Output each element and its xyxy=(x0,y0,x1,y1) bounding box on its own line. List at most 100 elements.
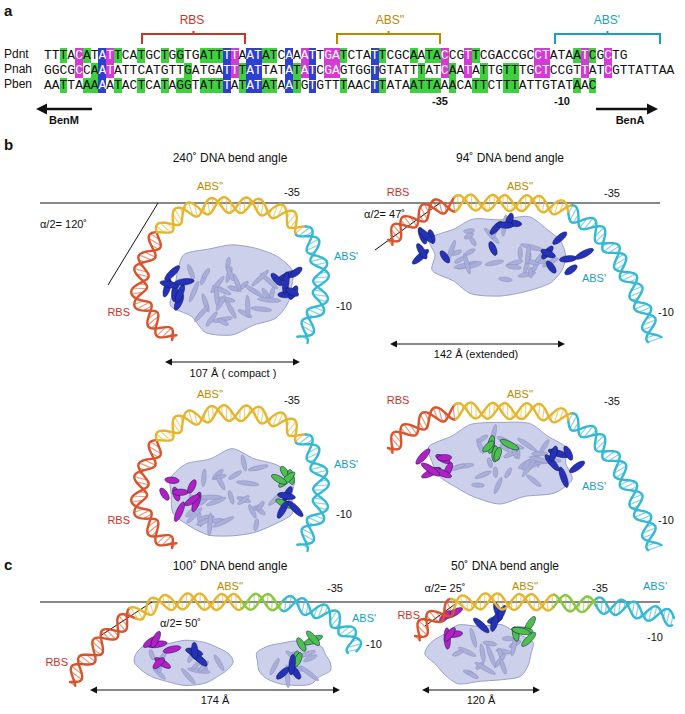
alpha-helix xyxy=(295,636,308,652)
base: T xyxy=(480,78,488,93)
region-label: ABS' xyxy=(643,580,667,593)
dna-sequence: TTTACATATTCATGCTGGTGATTTTAATATCAAATTGATC… xyxy=(44,48,628,63)
panel-letter: c xyxy=(4,556,12,573)
base: A xyxy=(519,78,527,93)
base: G xyxy=(324,48,332,63)
base: G xyxy=(340,63,348,78)
reference-line xyxy=(40,602,660,603)
promoter-mark: -35 xyxy=(432,95,448,108)
base: A xyxy=(246,63,254,78)
base: A xyxy=(659,63,667,78)
base: T xyxy=(581,63,589,78)
dna-helix xyxy=(388,403,662,551)
protein-structure xyxy=(134,630,233,685)
panel-title: 240˚ DNA bend angle xyxy=(173,152,288,166)
region-label: ABS' xyxy=(352,612,376,625)
panel-title: 50˚ DNA bend angle xyxy=(451,560,559,574)
base: C xyxy=(83,63,91,78)
region-label: RBS xyxy=(387,186,410,199)
protein-strand xyxy=(471,483,484,488)
distance-label: 174 Å xyxy=(201,694,230,707)
base-pair xyxy=(539,404,540,417)
base: G xyxy=(176,48,184,63)
alpha-helix xyxy=(165,476,180,484)
base: T xyxy=(67,78,75,93)
dna-strand xyxy=(554,595,596,612)
promoter-mark: -10 xyxy=(336,508,352,521)
protein-surface xyxy=(429,216,566,296)
dna-strand xyxy=(451,593,554,610)
protein-strand xyxy=(452,649,464,658)
promoter-mark: -10 xyxy=(336,300,352,313)
alpha-helix xyxy=(499,437,520,452)
protein-strand xyxy=(212,654,225,672)
protein-strand xyxy=(462,253,472,275)
alpha-helix xyxy=(437,454,452,461)
protein-strand xyxy=(257,297,281,303)
angle-label: α/2= 50˚ xyxy=(160,617,201,630)
alpha-helix xyxy=(497,222,514,229)
promoter-mark: -35 xyxy=(604,187,620,200)
base: T xyxy=(643,63,651,78)
arrow-head xyxy=(533,687,540,694)
base: A xyxy=(293,48,301,63)
base: T xyxy=(161,48,169,63)
protein-strand xyxy=(485,259,504,267)
base: A xyxy=(262,78,270,93)
alpha-helix xyxy=(172,501,186,523)
protein-strand xyxy=(201,469,207,487)
base: A xyxy=(215,63,223,78)
protein-strand xyxy=(199,495,222,500)
panel-title: 100˚ DNA bend angle xyxy=(173,560,288,574)
base: T xyxy=(371,63,379,78)
base-pair xyxy=(634,512,646,517)
dna-strand xyxy=(242,594,283,610)
base: A xyxy=(246,78,254,93)
distance-label: 107 Å ( compact ) xyxy=(190,367,277,380)
alpha-helix xyxy=(563,263,579,277)
dna-helix xyxy=(131,405,329,551)
gene-label: BenM xyxy=(49,114,79,127)
base-pair xyxy=(308,517,321,523)
base: T xyxy=(44,48,52,63)
base: T xyxy=(223,78,231,93)
base: C xyxy=(386,48,394,63)
base-pair xyxy=(133,288,147,289)
base: G xyxy=(542,78,550,93)
base: A xyxy=(402,78,410,93)
base-pair xyxy=(507,196,508,210)
base: A xyxy=(52,78,60,93)
region-label: RBS xyxy=(387,394,410,407)
base: T xyxy=(542,63,550,78)
base: T xyxy=(176,63,184,78)
alpha-helix xyxy=(183,492,201,507)
base: T xyxy=(620,63,628,78)
base: T xyxy=(519,63,527,78)
base: T xyxy=(223,48,231,63)
dna-strand xyxy=(242,594,282,610)
base: T xyxy=(215,78,223,93)
protein-strand xyxy=(248,464,269,473)
sequence-name: Pnah xyxy=(4,63,32,77)
base: A xyxy=(44,78,52,93)
base: T xyxy=(511,63,519,78)
base: T xyxy=(309,63,317,78)
protein-structure xyxy=(410,212,594,296)
base: T xyxy=(270,78,278,93)
base: C xyxy=(363,78,371,93)
dimension-line xyxy=(95,689,335,690)
protein-strand xyxy=(474,470,492,481)
base: A xyxy=(332,48,340,63)
base: C xyxy=(604,63,612,78)
base: T xyxy=(355,48,363,63)
protein-strand xyxy=(212,515,235,529)
base-pair xyxy=(311,258,324,261)
base: T xyxy=(503,78,511,93)
alpha-helix xyxy=(562,445,575,462)
base-pair xyxy=(539,196,540,209)
base: C xyxy=(480,48,488,63)
base: G xyxy=(495,63,503,78)
dna-strand xyxy=(454,195,568,214)
base: C xyxy=(534,63,542,78)
dna-strand xyxy=(134,440,176,545)
